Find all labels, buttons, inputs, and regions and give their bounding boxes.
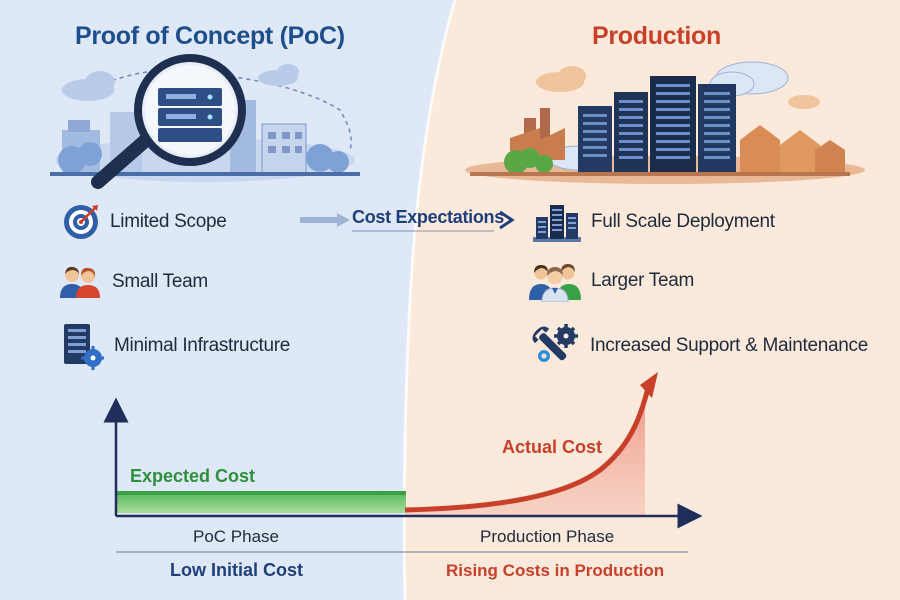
production-phase-label: Production Phase xyxy=(480,527,615,546)
wrench-gear-icon xyxy=(532,324,578,362)
production-title: Production xyxy=(592,22,721,50)
poc-item-minimal-infrastructure: Minimal Infrastructure xyxy=(60,322,290,370)
production-item-support-maintenance: Increased Support & Maintenance xyxy=(530,324,868,368)
small-team-label: Small Team xyxy=(112,271,208,292)
larger-team-label: Larger Team xyxy=(591,270,695,291)
limited-scope-label: Limited Scope xyxy=(110,211,227,232)
target-icon xyxy=(64,205,98,239)
cost-expectations-label: Cost Expectations xyxy=(352,207,504,227)
production-illustration xyxy=(465,61,865,184)
actual-cost-label: Actual Cost xyxy=(502,437,603,457)
server-gear-icon xyxy=(64,324,104,370)
cost-chart xyxy=(103,372,703,553)
production-item-full-scale: Full Scale Deployment xyxy=(533,201,775,243)
expected-cost-label: Expected Cost xyxy=(130,466,256,486)
poc-item-limited-scope: Limited Scope xyxy=(62,203,227,241)
poc-illustration xyxy=(50,54,360,189)
poc-title: Proof of Concept (PoC) xyxy=(75,22,345,50)
support-maintenance-label: Increased Support & Maintenance xyxy=(590,335,868,356)
production-item-larger-team: Larger Team xyxy=(529,260,694,302)
small-team-icon xyxy=(60,266,100,298)
server-rack-icon xyxy=(533,205,581,242)
low-initial-cost-label: Low Initial Cost xyxy=(170,560,303,580)
rising-costs-label: Rising Costs in Production xyxy=(446,561,665,580)
poc-phase-label: PoC Phase xyxy=(193,527,279,546)
poc-item-small-team: Small Team xyxy=(58,264,208,300)
full-scale-deployment-label: Full Scale Deployment xyxy=(591,211,775,232)
cost-expectations-arrow xyxy=(300,210,515,232)
large-team-icon xyxy=(529,264,581,302)
minimal-infrastructure-label: Minimal Infrastructure xyxy=(114,335,291,356)
